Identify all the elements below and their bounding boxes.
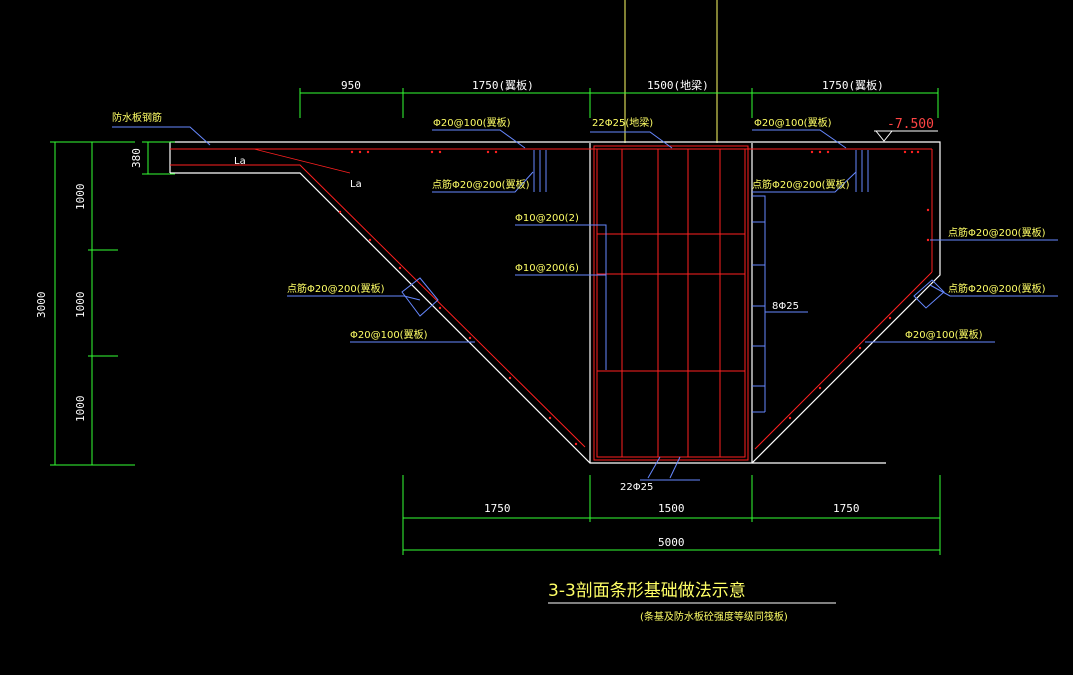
dim-slab: 380 bbox=[130, 148, 143, 168]
label-right-dist-2: 点筋Φ20@200(翼板) bbox=[948, 282, 1046, 295]
label-top-mid-rebar: 22Φ25(地梁) bbox=[592, 116, 653, 129]
label-slope-dist-left: 点筋Φ20@200(翼板) bbox=[287, 282, 385, 295]
label-waterproof: 防水板钢筋 bbox=[112, 111, 162, 124]
dimension-lines bbox=[50, 88, 941, 555]
dim-left-1: 1000 bbox=[74, 184, 87, 211]
dim-top-3: 1500(地梁) bbox=[647, 78, 709, 92]
dim-top-1: 950 bbox=[341, 79, 361, 92]
label-bottom-bars: 22Φ25 bbox=[620, 482, 653, 493]
label-la-1: La bbox=[234, 156, 246, 167]
label-la-2: La bbox=[350, 179, 362, 190]
dim-left-3: 1000 bbox=[74, 396, 87, 423]
dim-total: 5000 bbox=[658, 536, 685, 549]
leader-lines bbox=[112, 126, 1058, 481]
label-stirrup-1: Φ10@200(2) bbox=[515, 213, 579, 224]
dim-bottom-1: 1750 bbox=[484, 502, 511, 515]
label-stirrup-2: Φ10@200(6) bbox=[515, 263, 579, 274]
drawing-title: 3-3剖面条形基础做法示意 bbox=[548, 581, 746, 601]
dim-left-total: 3000 bbox=[35, 292, 48, 319]
label-dist-right: 点筋Φ20@200(翼板) bbox=[752, 178, 850, 191]
dim-top-2: 1750(翼板) bbox=[472, 78, 534, 92]
elevation-marker: -7.500 bbox=[874, 117, 938, 142]
label-top-right-rebar: Φ20@100(翼板) bbox=[754, 116, 832, 129]
dim-left-2: 1000 bbox=[74, 292, 87, 319]
label-top-left-rebar: Φ20@100(翼板) bbox=[433, 116, 511, 129]
label-side-bars: 8Φ25 bbox=[772, 301, 799, 312]
rebar-lines bbox=[170, 145, 933, 461]
dim-bottom-3: 1750 bbox=[833, 502, 860, 515]
drawing-subtitle: (条基及防水板砼强度等级同筏板) bbox=[640, 610, 788, 623]
label-right-dist-1: 点筋Φ20@200(翼板) bbox=[948, 226, 1046, 239]
rebar-dots bbox=[338, 150, 930, 446]
label-slope-bar-right: Φ20@100(翼板) bbox=[905, 328, 983, 341]
elevation-text: -7.500 bbox=[887, 117, 934, 132]
dim-bottom-2: 1500 bbox=[658, 502, 685, 515]
axis-lines bbox=[624, 0, 718, 143]
label-dist-left: 点筋Φ20@200(翼板) bbox=[432, 178, 530, 191]
dim-top-4: 1750(翼板) bbox=[822, 78, 884, 92]
label-slope-bar-left: Φ20@100(翼板) bbox=[350, 328, 428, 341]
